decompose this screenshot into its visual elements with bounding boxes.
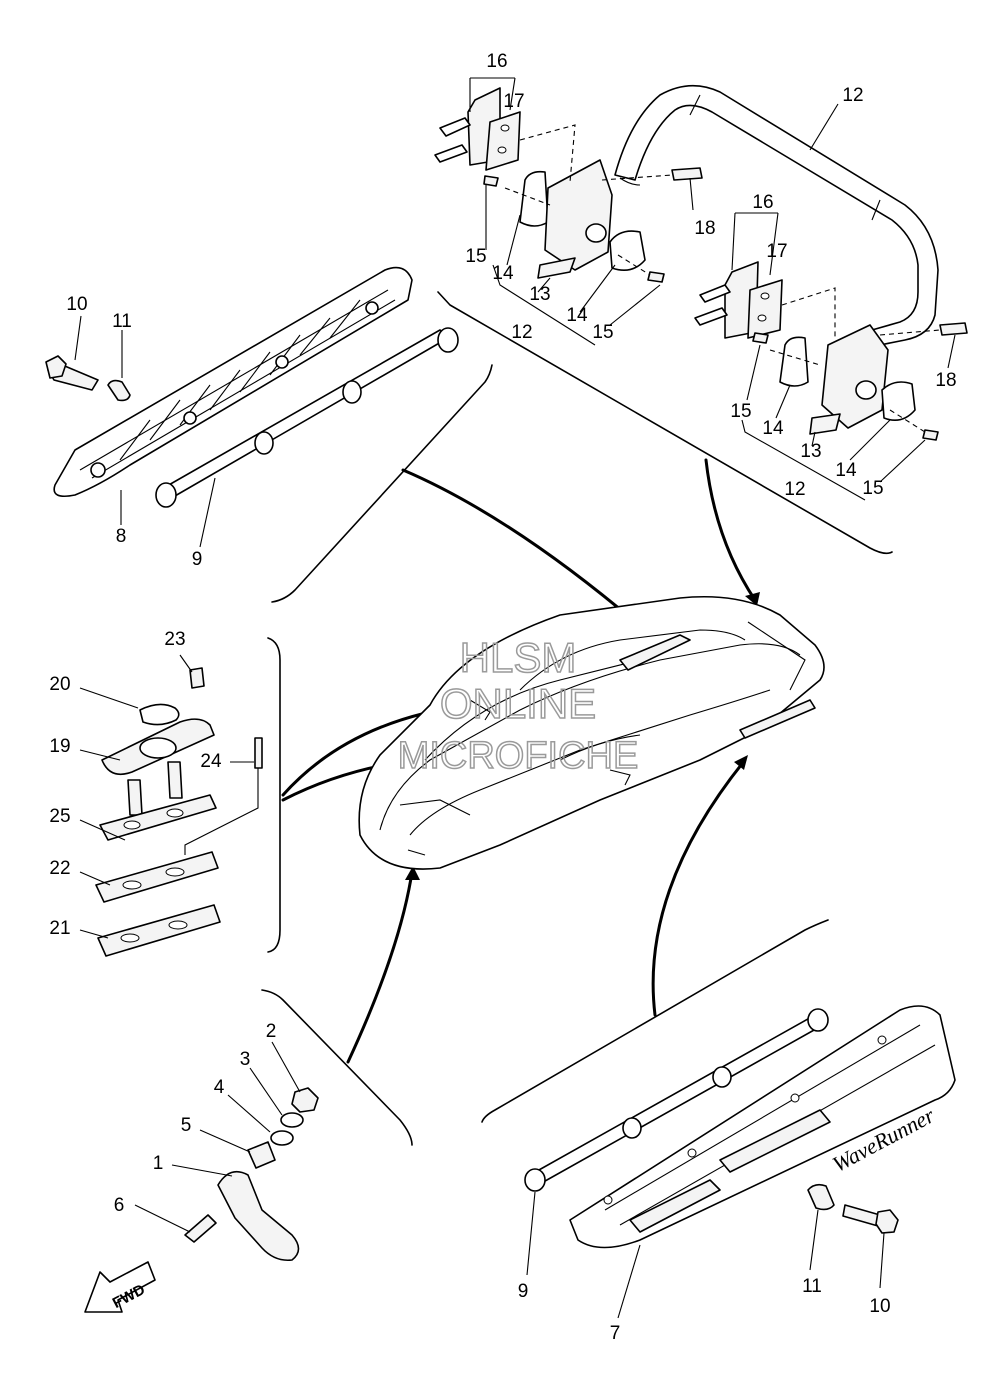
watermark: HLSM ONLINE MICROFICHE: [397, 633, 639, 778]
callout-13: 13: [529, 284, 550, 305]
callout-18: 18: [694, 218, 715, 239]
callout-10: 10: [869, 1296, 890, 1317]
callout-24: 24: [200, 751, 222, 772]
watermark-line2: ONLINE: [440, 680, 596, 727]
callout-6: 6: [114, 1195, 125, 1216]
part-7-rail: WaveRunner: [569, 1005, 956, 1249]
callout-9: 9: [192, 549, 203, 570]
callout-16: 16: [486, 51, 507, 72]
callout-12: 12: [842, 85, 863, 106]
callout-10: 10: [66, 294, 87, 315]
callout-22: 22: [49, 858, 70, 879]
callout-11: 11: [802, 1276, 822, 1297]
callout-18: 18: [935, 370, 956, 391]
callout-9: 9: [518, 1281, 529, 1302]
hull-body: [358, 595, 825, 870]
callout-14: 14: [492, 263, 514, 284]
callout-20: 20: [49, 674, 70, 695]
callout-15: 15: [730, 401, 751, 422]
callout-12: 12: [784, 479, 805, 500]
part-8-rail: [53, 266, 413, 498]
bottom-hardware: [184, 1087, 319, 1262]
callout-16: 16: [752, 192, 773, 213]
part-9-rod-lower: [524, 1008, 829, 1192]
callout-14: 14: [762, 418, 784, 439]
callout-15: 15: [592, 322, 613, 343]
callout-13: 13: [800, 441, 821, 462]
callout-15: 15: [465, 246, 486, 267]
callout-19: 19: [49, 736, 70, 757]
callout-7: 7: [610, 1323, 621, 1344]
callout-21: 21: [49, 918, 70, 939]
callout-12: 12: [511, 322, 532, 343]
callout-3: 3: [240, 1049, 251, 1070]
watermark-line1: HLSM: [460, 634, 577, 681]
callout-15: 15: [862, 478, 883, 499]
bracket-group-lower: [694, 261, 968, 441]
callout-14: 14: [566, 305, 588, 326]
callout-1: 1: [153, 1153, 164, 1174]
callout-23: 23: [164, 629, 185, 650]
callout-leaders: [74, 77, 956, 1319]
callout-25: 25: [49, 806, 70, 827]
callout-17: 17: [503, 91, 524, 112]
fwd-arrow: FWD: [84, 1261, 156, 1313]
part-10-11-left: [45, 355, 131, 402]
callout-5: 5: [181, 1115, 192, 1136]
callout-17: 17: [766, 241, 787, 262]
part-9-rod-upper: [155, 327, 459, 508]
fwd-label: FWD: [110, 1281, 148, 1312]
section-frames: [261, 291, 893, 1146]
part-10-11-right: [807, 1183, 899, 1234]
callout-4: 4: [214, 1077, 225, 1098]
watermark-line3: MICROFICHE: [398, 735, 639, 777]
bracket-group-upper: [434, 87, 703, 283]
callout-11: 11: [112, 311, 132, 332]
cleat-hardware-stack: [95, 667, 263, 957]
callout-2: 2: [266, 1021, 277, 1042]
callout-8: 8: [116, 526, 127, 547]
callout-numbers: 16 17 12 18 16 17 15 14 13 12 14 15 10 1…: [49, 51, 956, 1344]
callout-14: 14: [835, 460, 857, 481]
